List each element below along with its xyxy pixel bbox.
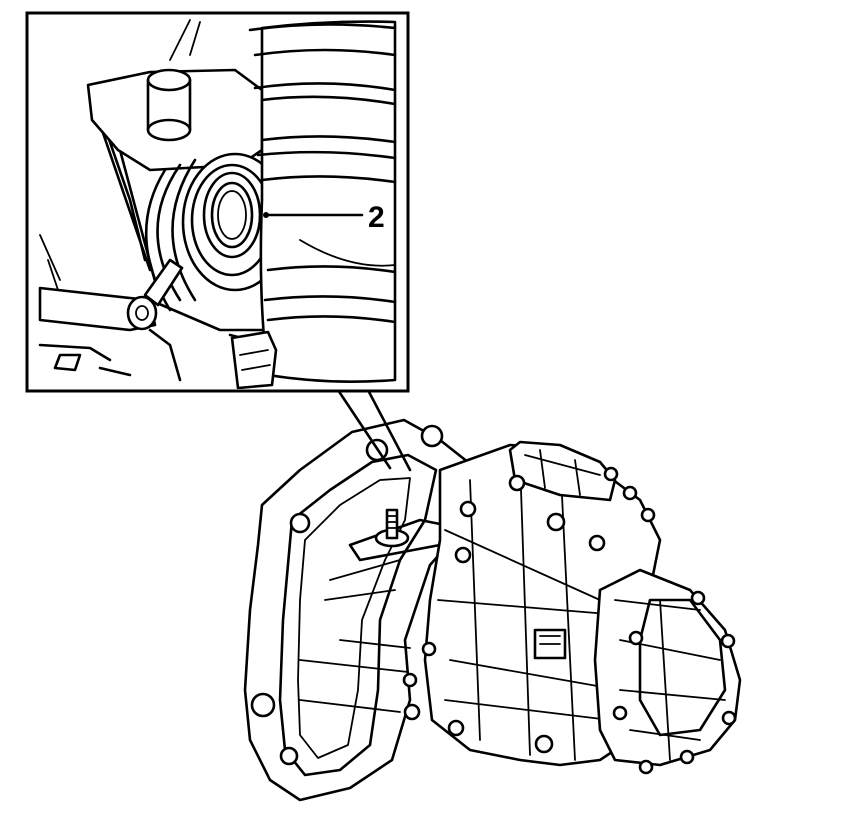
gearbox-ribs xyxy=(437,454,621,761)
bleed-nipple xyxy=(374,508,410,548)
inset-housing-left xyxy=(90,88,272,332)
shift-housing-detail xyxy=(524,449,601,496)
callout-dot xyxy=(263,212,269,218)
inset-pipe xyxy=(146,68,192,142)
callout-label: 2 xyxy=(368,201,385,234)
inset-lower-fitting-detail xyxy=(239,349,271,371)
inset-hatching xyxy=(39,19,301,331)
inset-lower-fitting xyxy=(230,330,278,389)
transmission-assembly xyxy=(243,418,742,802)
inset-leader-right xyxy=(366,388,412,472)
mount-block-detail xyxy=(539,635,561,645)
inset-lever xyxy=(38,258,184,332)
case-bolts xyxy=(402,466,737,775)
bell-bolt-bosses xyxy=(250,424,444,766)
inset-leader-left xyxy=(336,388,392,470)
inset-ribbed-cylinder xyxy=(248,20,397,383)
bell-housing-rim xyxy=(278,453,438,777)
end-cover-detail xyxy=(614,599,726,761)
detail-inset: 2 xyxy=(25,11,412,472)
end-cover-bulge xyxy=(638,598,727,737)
bell-housing-rim-inner xyxy=(297,477,411,759)
clutch-fork-lines xyxy=(299,559,411,713)
